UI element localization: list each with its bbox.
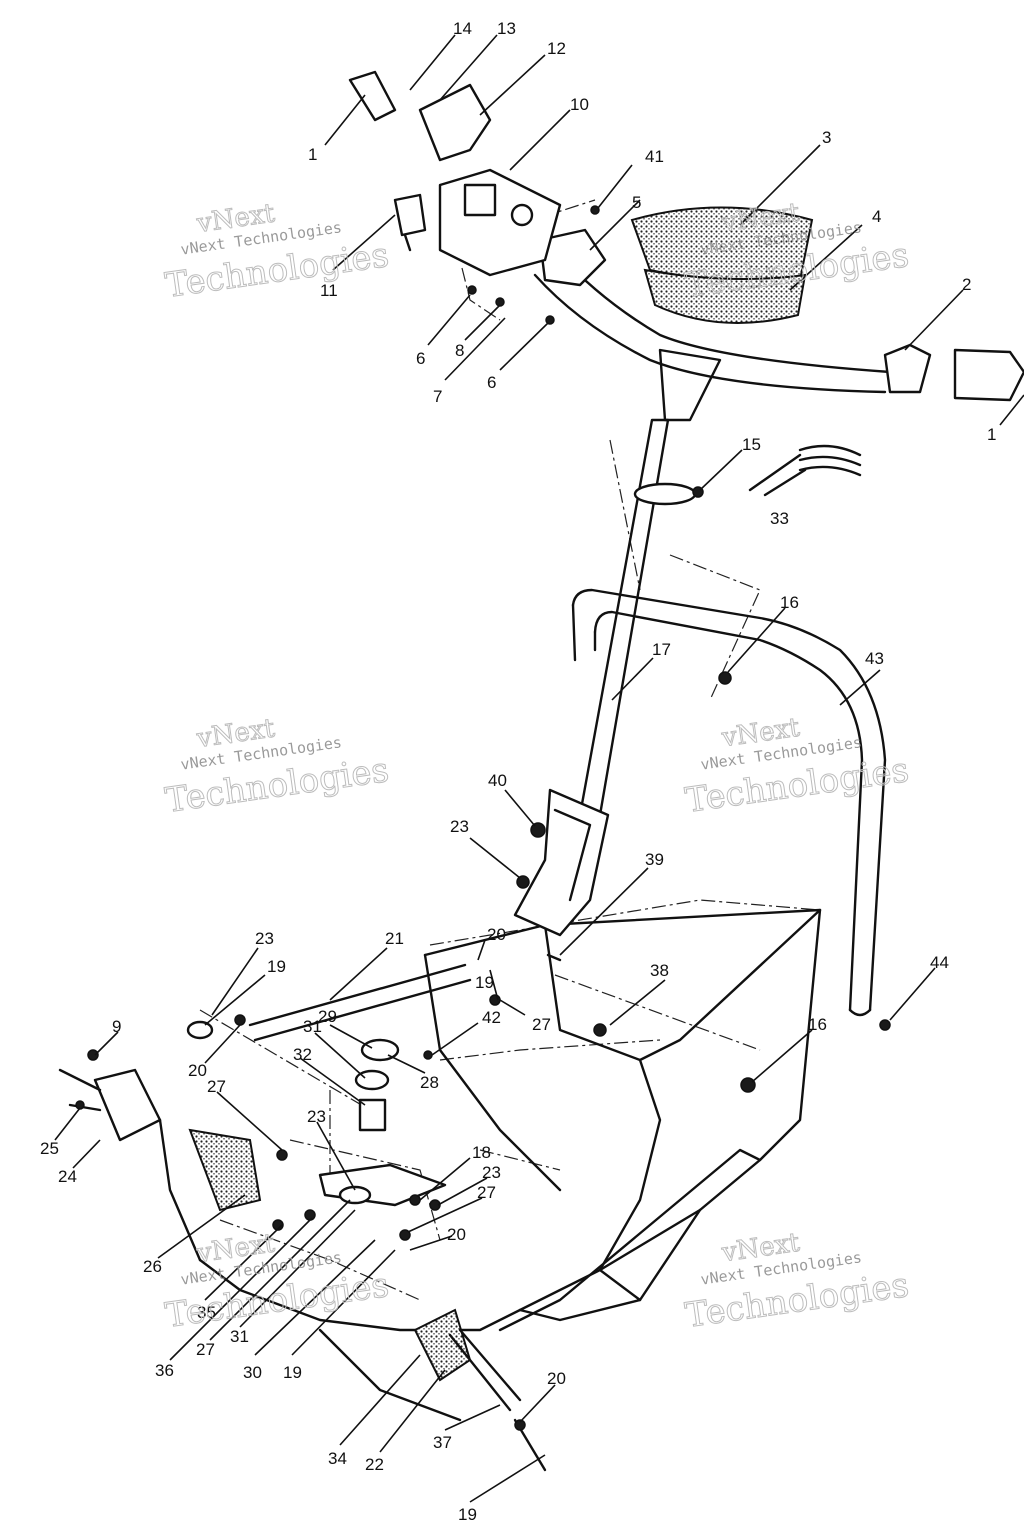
- callout-20-b: 20: [188, 1061, 207, 1080]
- callout-16: 16: [780, 593, 799, 612]
- callout-27: 27: [532, 1015, 551, 1034]
- callout-6-b: 6: [487, 373, 496, 392]
- callout-21: 21: [385, 929, 404, 948]
- callout-23-b: 23: [255, 929, 274, 948]
- handlebar: [533, 228, 892, 394]
- left-spindle-arm: [58, 1068, 262, 1212]
- leader-lines: [54, 34, 1024, 1503]
- callout-43: 43: [865, 649, 884, 668]
- callout-27-d: 27: [196, 1340, 215, 1359]
- callout-39: 39: [645, 850, 664, 869]
- callout-36: 36: [155, 1361, 174, 1380]
- heater-wire: [748, 444, 862, 497]
- callout-20: 20: [487, 925, 506, 944]
- callout-41: 41: [645, 147, 664, 166]
- callout-20-c: 20: [447, 1225, 466, 1244]
- right-grip-brake: [883, 343, 1024, 402]
- callout-1-b: 1: [987, 425, 996, 444]
- callout-23: 23: [450, 817, 469, 836]
- callout-10: 10: [570, 95, 589, 114]
- watermark-mid-right: vNext vNext Technologies Technologies: [682, 712, 911, 821]
- steering-arm-bushing: [318, 1038, 447, 1207]
- tie-rod: [186, 963, 472, 1042]
- callout-32: 32: [293, 1045, 312, 1064]
- callout-23-d: 23: [482, 1163, 501, 1182]
- callout-15: 15: [742, 435, 761, 454]
- callout-17: 17: [652, 640, 671, 659]
- callout-31: 31: [303, 1017, 322, 1036]
- watermark-bottom-left: vNext vNext Technologies Technologies: [162, 1228, 391, 1337]
- throttle-housing: [348, 70, 562, 277]
- callout-30: 30: [243, 1363, 262, 1382]
- callout-19-b: 19: [475, 973, 494, 992]
- callout-26: 26: [143, 1257, 162, 1276]
- callout-labels: 1 14 13 12 10 41 3 5 4 11 2 6 8 7 6 1 15…: [40, 19, 996, 1524]
- watermark-bottom-right: vNext vNext Technologies Technologies: [682, 1227, 911, 1336]
- callout-19-c: 19: [283, 1363, 302, 1382]
- chassis-floor-pan: [158, 908, 822, 1422]
- callout-23-c: 23: [307, 1107, 326, 1126]
- callout-9: 9: [112, 1017, 121, 1036]
- callout-35: 35: [197, 1303, 216, 1322]
- callout-27-b: 27: [207, 1077, 226, 1096]
- callout-29: 29: [318, 1007, 337, 1026]
- callout-19: 19: [267, 957, 286, 976]
- callout-24: 24: [58, 1167, 77, 1186]
- watermark-mid-left: vNext vNext Technologies Technologies: [162, 713, 391, 822]
- callout-16-b: 16: [808, 1015, 827, 1034]
- callout-8: 8: [455, 341, 464, 360]
- callout-19-d: 19: [458, 1505, 477, 1524]
- callout-12: 12: [547, 39, 566, 58]
- callout-11: 11: [320, 281, 338, 300]
- callout-6: 6: [416, 349, 425, 368]
- callout-31-b: 31: [230, 1327, 249, 1346]
- callout-1: 1: [308, 145, 317, 164]
- callout-13: 13: [497, 19, 516, 38]
- callout-7: 7: [433, 387, 442, 406]
- watermark-top-right: vNext vNext Technologies Technologies: [682, 197, 911, 306]
- handle-loop-frame: [571, 588, 887, 1017]
- hand-warmer-pads: [630, 206, 814, 324]
- callout-4: 4: [872, 207, 881, 226]
- callout-37: 37: [433, 1433, 452, 1452]
- callout-40: 40: [488, 771, 507, 790]
- callout-2: 2: [962, 275, 971, 294]
- callout-44: 44: [930, 953, 949, 972]
- watermark-top-left: vNext vNext Technologies Technologies: [162, 198, 391, 307]
- callout-3: 3: [822, 128, 831, 147]
- column-mount-bracket: [513, 788, 610, 962]
- callout-5: 5: [632, 193, 641, 212]
- callout-20-d: 20: [547, 1369, 566, 1388]
- callout-28: 28: [420, 1073, 439, 1092]
- callout-18: 18: [472, 1143, 491, 1162]
- callout-33: 33: [770, 509, 789, 528]
- callout-22: 22: [365, 1455, 384, 1474]
- steering-column: [578, 348, 722, 817]
- callout-14: 14: [453, 19, 472, 38]
- callout-27-c: 27: [477, 1183, 496, 1202]
- callout-34: 34: [328, 1449, 347, 1468]
- callout-42: 42: [482, 1008, 501, 1027]
- callout-38: 38: [650, 961, 669, 980]
- callout-25: 25: [40, 1139, 59, 1158]
